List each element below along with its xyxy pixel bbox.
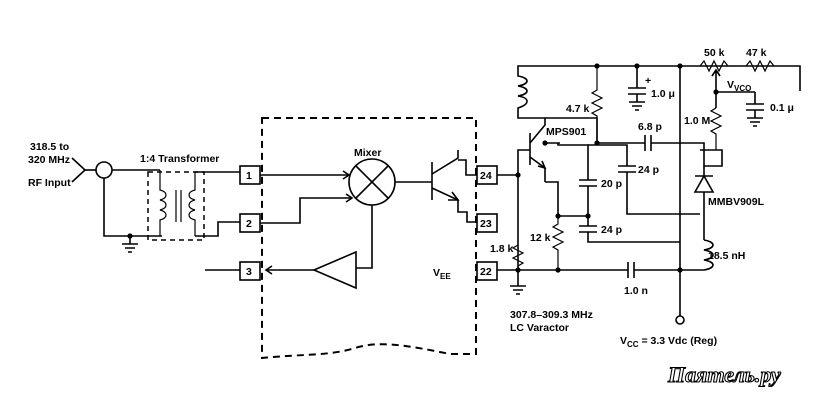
- pin-22: [476, 261, 498, 281]
- pot-wiper: [711, 68, 721, 84]
- resistor-12k: [551, 216, 565, 270]
- emitter-to-node: [545, 181, 559, 216]
- mps901-body: [529, 118, 546, 178]
- pin-1-label: 1: [246, 170, 252, 182]
- arrow-pin3: [264, 265, 273, 275]
- collector-inductor: [517, 65, 801, 119]
- pin-24-label: 24: [480, 170, 492, 182]
- wire-mixer-to-buffer: [356, 205, 373, 269]
- emitter-arrow: [448, 191, 460, 201]
- capacitor-1n: [497, 262, 680, 278]
- capacitor-24p-lower: [579, 216, 680, 243]
- input-frequency-line1: 318.5 to: [30, 141, 69, 153]
- junction: [594, 63, 600, 69]
- label-1k8: 1.8 k: [490, 243, 514, 255]
- resistor-47k: [745, 59, 775, 73]
- wire-pin24-to-mps901: [497, 149, 530, 176]
- junction: [634, 63, 640, 69]
- label-24p-right: 24 p: [638, 164, 659, 176]
- resistor-1m: [709, 107, 723, 150]
- pin-3-label: 3: [246, 266, 252, 278]
- wire-pin2-to-mixer: [260, 197, 352, 224]
- label-12k: 12 k: [530, 232, 551, 244]
- pin-22-label: 22: [480, 266, 492, 278]
- label-50k: 50 k: [704, 47, 725, 59]
- label-1n: 1.0 n: [624, 285, 648, 297]
- transistor-label: MPS901: [546, 126, 586, 138]
- varactor-diode: [693, 166, 715, 240]
- junction: [542, 140, 548, 146]
- transformer-label: 1:4 Transformer: [140, 153, 219, 165]
- pin-23-label: 23: [480, 218, 492, 230]
- label-1m: 1.0 M: [684, 115, 711, 127]
- ground-icon: [510, 270, 526, 295]
- vee-label: VEE: [433, 267, 451, 281]
- label-4k7: 4.7 k: [566, 103, 590, 115]
- transformer-primary-coil: [159, 170, 167, 236]
- label-0u1: 0.1 μ: [770, 102, 794, 114]
- junction: [713, 89, 719, 95]
- vvco-label: VVCO: [727, 79, 751, 93]
- label-1u: 1.0 μ: [651, 88, 675, 100]
- label-24p-lower: 24 p: [601, 224, 622, 236]
- arrow-pin1: [342, 170, 351, 180]
- input-arrow: [71, 157, 87, 183]
- wire-to-pin2: [195, 221, 240, 237]
- mixer-label: Mixer: [354, 147, 381, 159]
- resistor-1k8: [511, 244, 525, 267]
- wire-to-pin24: [458, 159, 477, 176]
- varactor-bias: [700, 149, 723, 167]
- pin-3: [239, 261, 261, 281]
- input-frequency-line2: 320 MHz: [28, 154, 70, 166]
- junction: [515, 172, 521, 178]
- capacitor-20p: [557, 143, 597, 216]
- coax-connector: [95, 161, 113, 179]
- transformer-secondary-coil: [188, 172, 196, 236]
- varactor-note-line1: 307.8–309.3 MHz: [510, 309, 593, 321]
- capacitor-24p-right: [588, 144, 700, 215]
- resistor-4k7: [590, 66, 604, 143]
- arrow-pin2: [345, 193, 354, 203]
- transformer-box: [147, 171, 205, 241]
- pin-23: [476, 213, 498, 233]
- transformer-core: [175, 190, 182, 222]
- plus-sign: +: [645, 75, 651, 87]
- buffer-amplifier: [311, 250, 357, 290]
- vcc-terminal: [675, 315, 685, 325]
- capacitor-1u: [628, 66, 646, 111]
- label-47k: 47 k: [746, 47, 767, 59]
- inductor-18n5: [703, 239, 714, 271]
- vcc-label: VCC = 3.3 Vdc (Reg): [620, 335, 717, 349]
- label-mmbv909l: MMBV909L: [708, 196, 765, 208]
- mps901-emitter-arrow: [537, 160, 547, 170]
- label-18n5: 18.5 nH: [708, 250, 745, 262]
- input-name: RF Input: [28, 177, 71, 189]
- potentiometer-50k: [699, 59, 729, 73]
- mixer-cross: [355, 165, 389, 199]
- capacitor-0u1: [746, 92, 764, 127]
- ic-outline: [261, 117, 477, 360]
- varactor-note-line2: LC Varactor: [510, 322, 569, 334]
- label-6p8: 6.8 p: [638, 121, 662, 133]
- junction: [555, 267, 561, 273]
- capacitor-6p8: [597, 135, 705, 151]
- pin-2-label: 2: [246, 218, 252, 230]
- coax-shield-wire: [103, 178, 162, 237]
- watermark: Паятель.ру: [667, 362, 781, 387]
- internal-transistor-body: [431, 150, 477, 223]
- ground-icon: [122, 236, 138, 253]
- label-20p: 20 p: [601, 178, 622, 190]
